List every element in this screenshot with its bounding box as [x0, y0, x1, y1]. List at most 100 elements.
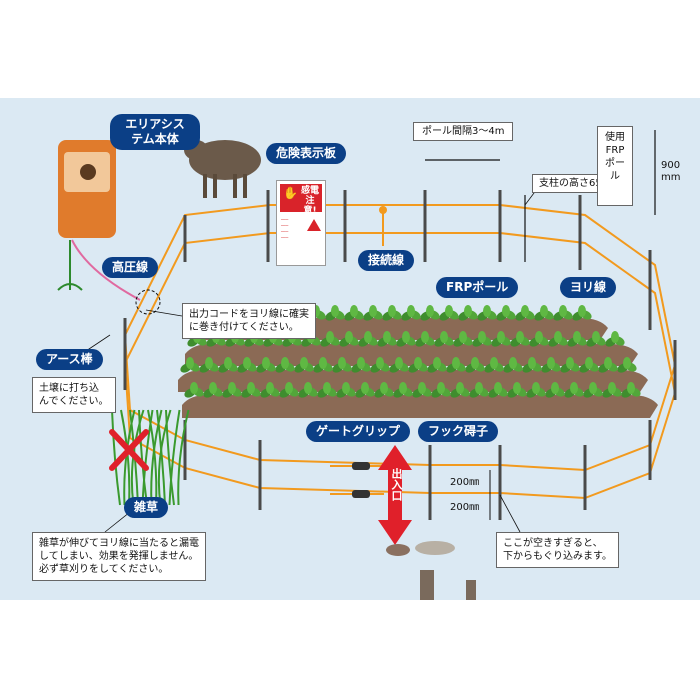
leaf	[300, 357, 308, 369]
leaf	[573, 331, 581, 343]
leaf	[350, 305, 358, 317]
leaf	[186, 357, 194, 369]
leaf	[611, 331, 619, 343]
leaf	[357, 357, 365, 369]
sprout	[510, 331, 530, 347]
label-area-system: エリアシス テム本体	[110, 114, 200, 150]
leaf	[388, 305, 396, 317]
device-dial	[80, 164, 96, 180]
weed-blade	[177, 409, 190, 506]
high-voltage-cable	[71, 239, 141, 301]
leaf	[338, 357, 346, 369]
sprout	[237, 357, 257, 373]
leaf	[471, 357, 479, 369]
animal-leg	[466, 580, 476, 600]
weed-blade	[130, 409, 145, 506]
sprout	[488, 382, 508, 398]
leaf	[513, 382, 521, 394]
gap-note-line2: 下からもぐり込みます。	[503, 551, 612, 562]
leaf	[190, 382, 198, 394]
leaf	[437, 382, 445, 394]
leaf	[551, 382, 559, 394]
leaf	[364, 331, 372, 343]
sprout	[180, 357, 200, 373]
output-cord-line1: 出力コードをヨリ線に確実	[189, 309, 309, 320]
gap-note-line1: ここが空きすぎると、	[503, 538, 603, 549]
sprout	[363, 305, 383, 321]
sprout	[465, 357, 485, 373]
label-hook-insulator: フック碍子	[418, 421, 499, 442]
weed-blade	[165, 409, 175, 506]
fence	[123, 130, 677, 545]
sign-title: 感電注意!	[300, 186, 319, 216]
sprout	[374, 382, 394, 398]
sprout	[412, 382, 432, 398]
decorations	[57, 140, 541, 600]
leaf	[228, 382, 236, 394]
red-cross-icon	[109, 429, 149, 471]
sprout	[382, 305, 402, 321]
leaf	[585, 357, 593, 369]
sign-fineprint: ────────────	[281, 217, 289, 240]
leaf	[516, 331, 524, 343]
leaf	[426, 305, 434, 317]
sprout	[439, 305, 459, 321]
sprout	[320, 331, 340, 347]
sprout	[199, 357, 219, 373]
note-earth-rod: 土壌に打ち込 んでください。	[32, 377, 116, 413]
leaf	[497, 331, 505, 343]
leaf	[566, 357, 574, 369]
leaf	[224, 357, 232, 369]
used-frp-line2: FRP	[605, 145, 625, 156]
note-pole-interval: ポール間隔3～4m	[413, 122, 514, 141]
sprout	[598, 357, 618, 373]
label-area-system-line2: テム本体	[131, 132, 179, 146]
leaf	[342, 382, 350, 394]
label-wire: ヨリ線	[560, 277, 617, 298]
dim-900: 900 mm	[661, 160, 680, 184]
leaf	[369, 305, 377, 317]
leaf	[243, 357, 251, 369]
sprout	[472, 331, 492, 347]
sprout	[332, 357, 352, 373]
sprout	[325, 305, 345, 321]
entrance-text: 出入口	[390, 468, 403, 501]
leaf	[521, 305, 529, 317]
cord-callout-circle	[135, 289, 161, 315]
sprout	[377, 331, 397, 347]
leaf	[361, 382, 369, 394]
leaf	[456, 382, 464, 394]
leaf	[331, 305, 339, 317]
leaf	[608, 382, 616, 394]
leaf	[547, 357, 555, 369]
leaf	[490, 357, 498, 369]
crop-rows	[178, 305, 658, 418]
weed-blade	[168, 409, 181, 506]
leaf	[452, 357, 460, 369]
dim-900-value: 900	[661, 160, 681, 171]
earth-note-line2: んでください。	[39, 396, 109, 407]
entrance-label: 出入口	[384, 468, 408, 504]
sprout	[351, 357, 371, 373]
sprout	[336, 382, 356, 398]
weed-blade	[156, 409, 166, 506]
hand-icon: ✋	[283, 186, 298, 200]
weed-blade	[147, 409, 158, 506]
sprout	[586, 331, 606, 347]
warning-triangle-icon	[307, 219, 321, 231]
weed-blade	[141, 409, 154, 506]
weed-blade	[138, 409, 148, 506]
label-connection-wire: 接続線	[358, 250, 415, 271]
leaf	[475, 382, 483, 394]
leaf	[285, 382, 293, 394]
leaf	[464, 305, 472, 317]
sprout	[260, 382, 280, 398]
leaf	[509, 357, 517, 369]
sprout	[621, 382, 641, 398]
sprout	[389, 357, 409, 373]
leaf	[592, 331, 600, 343]
snake	[415, 541, 455, 555]
sprout	[415, 331, 435, 347]
sprout	[358, 331, 378, 347]
